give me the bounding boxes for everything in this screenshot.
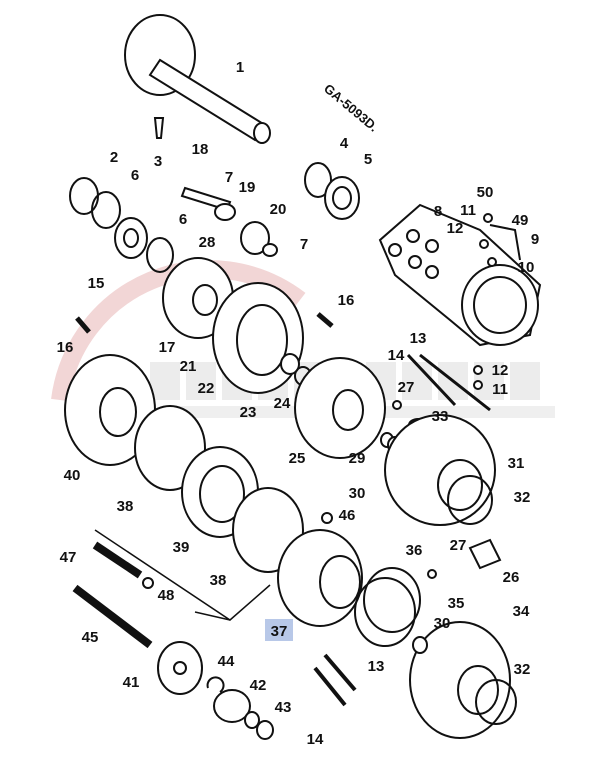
part-snap-ring (69, 177, 99, 215)
callout-43: 43 (275, 699, 292, 716)
callout-48: 48 (158, 587, 175, 604)
callout-6: 6 (179, 211, 187, 228)
callout-19: 19 (239, 179, 256, 196)
callout-32: 32 (514, 489, 531, 506)
drawing-code: GA-5093D. (321, 81, 381, 135)
callout-28: 28 (199, 234, 216, 251)
part-bolt (153, 117, 165, 139)
callout-44: 44 (218, 653, 235, 670)
callout-27: 27 (398, 379, 415, 396)
callout-41: 41 (123, 674, 140, 691)
callout-20: 20 (270, 201, 287, 218)
callout-11: 11 (460, 202, 476, 219)
callout-37: 37 (271, 623, 288, 640)
callout-7: 7 (225, 169, 233, 186)
callout-31: 31 (508, 455, 525, 472)
part-seal (304, 162, 332, 198)
callout-14: 14 (388, 347, 405, 364)
callout-32: 32 (514, 661, 531, 678)
callout-3: 3 (154, 153, 162, 170)
callout-6: 6 (131, 167, 139, 184)
callout-13: 13 (368, 658, 385, 675)
callout-38: 38 (117, 498, 134, 515)
callout-45: 45 (82, 629, 99, 646)
callout-49: 49 (512, 212, 529, 229)
callout-9: 9 (531, 231, 539, 248)
callout-50: 50 (477, 184, 494, 201)
callout-29: 29 (349, 450, 366, 467)
callout-23: 23 (240, 404, 257, 421)
callout-38: 38 (210, 572, 227, 589)
callout-27: 27 (450, 537, 467, 554)
callout-16: 16 (57, 339, 74, 356)
callout-34: 34 (513, 603, 530, 620)
callout-25: 25 (289, 450, 306, 467)
callout-30: 30 (349, 485, 366, 502)
callout-15: 15 (88, 275, 105, 292)
callout-21: 21 (180, 358, 197, 375)
callout-12: 12 (447, 220, 464, 237)
callout-30: 30 (434, 615, 451, 632)
callout-26: 26 (503, 569, 520, 586)
callout-13: 13 (410, 330, 427, 347)
callout-16: 16 (338, 292, 355, 309)
callout-5: 5 (364, 151, 372, 168)
callout-39: 39 (173, 539, 190, 556)
callout-42: 42 (250, 677, 267, 694)
callout-18: 18 (192, 141, 209, 158)
callout-17: 17 (159, 339, 176, 356)
callout-10: 10 (518, 259, 535, 276)
callout-2: 2 (110, 149, 118, 166)
parts (64, 14, 542, 740)
callout-22: 22 (198, 380, 215, 397)
part-bushing (213, 689, 251, 723)
callout-7: 7 (300, 236, 308, 253)
callout-47: 47 (60, 549, 77, 566)
callout-4: 4 (340, 135, 349, 152)
callout-8: 8 (434, 203, 442, 220)
callout-36: 36 (406, 542, 423, 559)
callout-14: 14 (307, 731, 324, 748)
callout-33: 33 (432, 408, 449, 425)
callout-11: 11 (492, 381, 508, 398)
part-needle-bearing (240, 221, 270, 255)
callout-35: 35 (448, 595, 465, 612)
callout-24: 24 (274, 395, 291, 412)
callout-12: 12 (492, 362, 509, 379)
highlight-37 (265, 619, 293, 641)
callout-1: 1 (236, 59, 244, 76)
callout-46: 46 (339, 507, 356, 524)
part-axle-shaft (148, 58, 267, 142)
callout-40: 40 (64, 467, 81, 484)
part-clip (468, 538, 502, 570)
